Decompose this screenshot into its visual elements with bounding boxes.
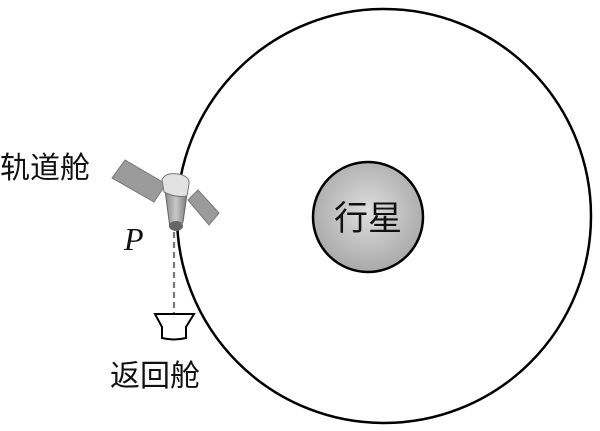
planet (311, 160, 425, 274)
point-p-label: P (123, 221, 144, 257)
orbiter-label: 轨道舱 (0, 151, 90, 186)
orbiter-satellite (111, 159, 220, 231)
solar-panel-left (111, 159, 167, 203)
capsule-label: 返回舱 (110, 359, 200, 394)
planet-label: 行星 (334, 199, 402, 239)
return-capsule (153, 313, 196, 341)
solar-panel-right (187, 189, 220, 226)
